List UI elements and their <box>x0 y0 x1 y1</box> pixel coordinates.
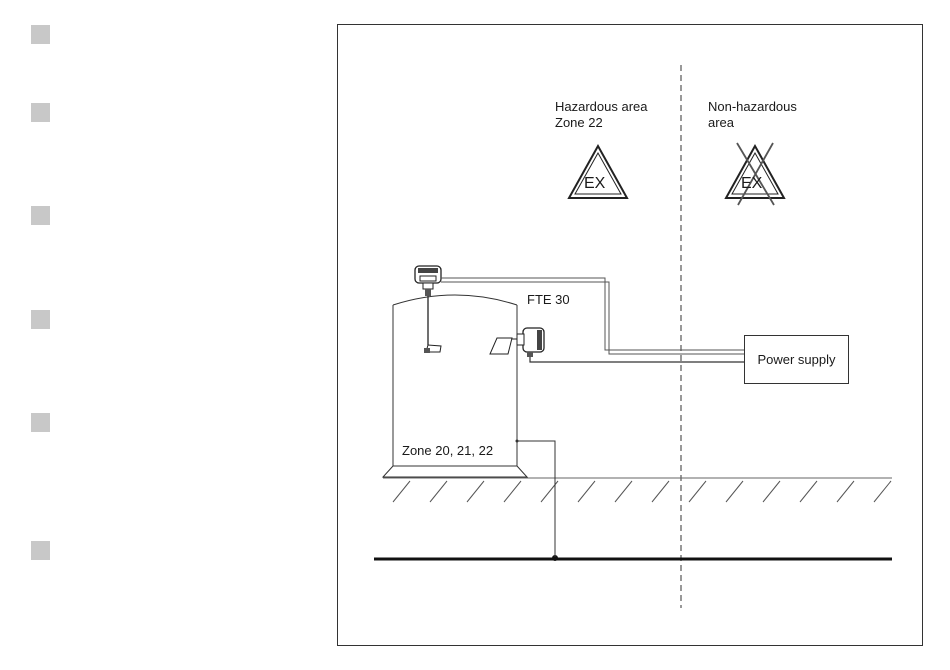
hazardous-area-line2: Zone 22 <box>555 115 648 131</box>
device-label: FTE 30 <box>527 292 570 308</box>
top-level-switch <box>415 266 441 353</box>
ex-symbol-text: EX <box>584 176 605 192</box>
zone-label: Zone 20, 21, 22 <box>402 443 493 459</box>
nonhazardous-area-line2: area <box>708 115 797 131</box>
ex-warning-crossed-triangle-icon <box>726 143 784 205</box>
ground-hatching <box>393 481 891 502</box>
cable-top-switch <box>441 278 744 350</box>
power-supply-box: Power supply <box>744 335 849 384</box>
tank-earth-wire <box>517 441 555 557</box>
power-supply-label: Power supply <box>757 352 835 367</box>
cable-side-switch <box>530 357 744 362</box>
nonhazardous-area-line1: Non-hazardous <box>708 99 797 115</box>
ex-symbol-crossed-text: EX <box>741 176 762 192</box>
hazardous-area-line1: Hazardous area <box>555 99 648 115</box>
nonhazardous-area-label: Non-hazardous area <box>708 99 797 131</box>
hazardous-area-label: Hazardous area Zone 22 <box>555 99 648 131</box>
